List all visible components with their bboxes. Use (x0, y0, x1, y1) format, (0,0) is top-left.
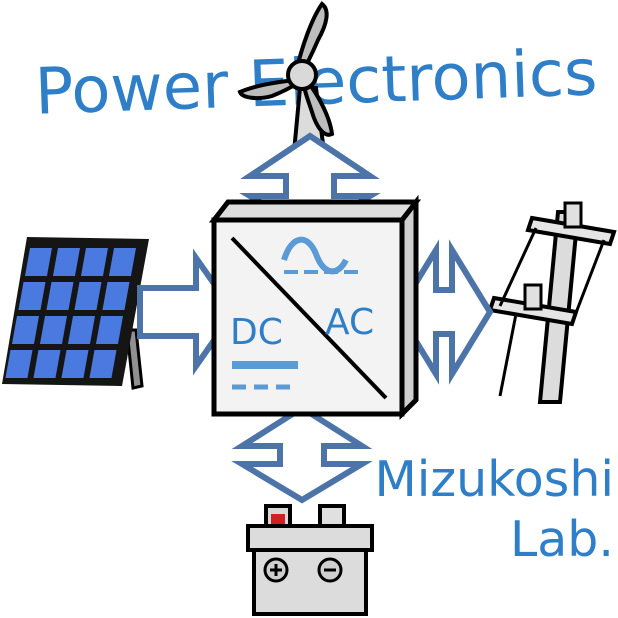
battery-icon (246, 504, 374, 616)
solar-cell (46, 282, 74, 310)
dc-label: DC (230, 312, 283, 353)
solar-cell (5, 350, 33, 378)
solar-cell (33, 350, 61, 378)
lab-name-line1: Mizukoshi (375, 451, 614, 508)
solar-cell (95, 316, 123, 344)
solar-cell (108, 248, 136, 276)
solar-cell (102, 282, 130, 310)
solar-panel-icon (2, 237, 149, 390)
solar-cell (74, 282, 102, 310)
solar-cell (18, 282, 46, 310)
solar-cell (80, 248, 108, 276)
solar-cell (24, 248, 52, 276)
arrow-converter-to-grid (394, 239, 494, 385)
utility-pole-icon (487, 201, 617, 404)
solar-cell (11, 316, 40, 344)
solar-cell (67, 316, 95, 344)
solar-cells (5, 248, 136, 378)
solar-cell (89, 350, 117, 378)
ac-label: AC (325, 302, 374, 343)
solar-cell (52, 248, 80, 276)
solar-cell (61, 350, 89, 378)
lab-name-line2: Lab. (510, 511, 614, 568)
ac-wave-symbol (281, 236, 349, 275)
arrow-converter-to-battery (231, 404, 373, 504)
dc-solid-line-symbol (232, 361, 298, 369)
converter-box-icon: DC AC (208, 194, 422, 421)
solar-cell (39, 316, 67, 344)
